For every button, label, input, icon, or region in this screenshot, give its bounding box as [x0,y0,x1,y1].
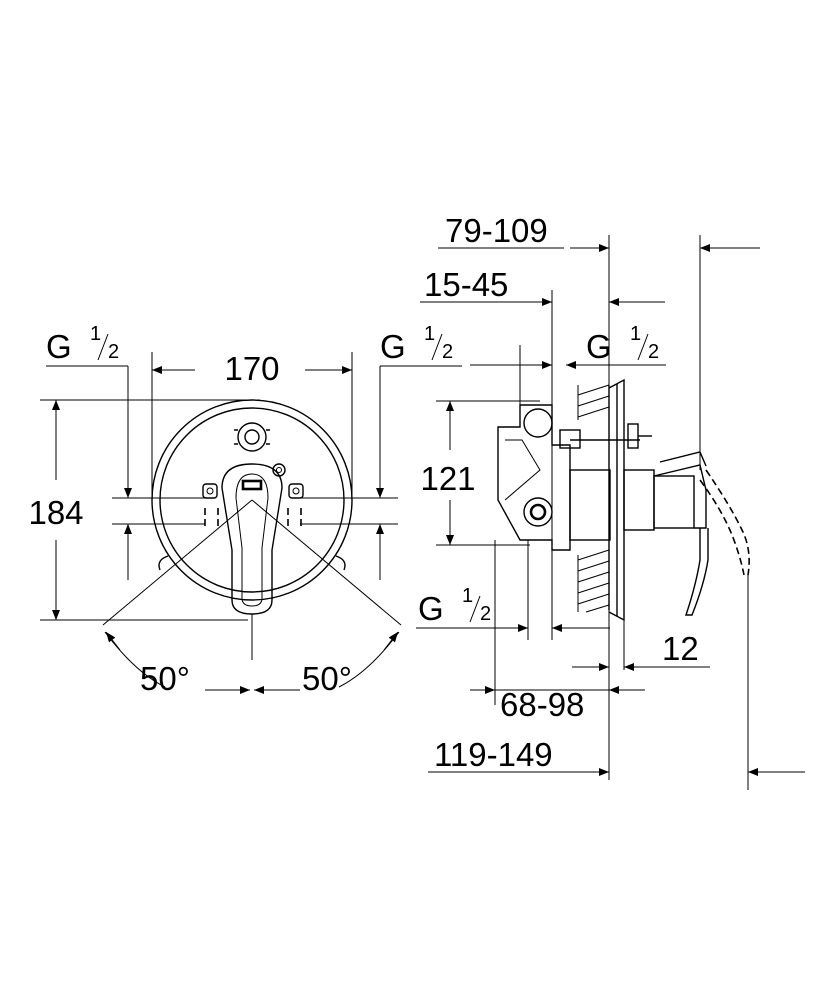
plate-left-lug [158,555,169,571]
left-thread-den: 2 [108,341,119,363]
valve-body [497,404,652,551]
lever-handle [221,463,283,615]
left-thread-num: 1 [90,323,101,345]
side-thread-top-label: G [586,328,612,365]
dim-119-149-label: 119-149 [434,736,553,773]
angle-dimensions [102,499,402,694]
dim-121-label: 121 [420,460,475,497]
dim-12-label: 12 [662,630,699,667]
left-thread-label: G [46,328,72,365]
left-thread-slash [97,333,109,361]
side-thread-top-slash [637,333,649,361]
plate-right-lug [335,555,346,571]
right-thread-dimension [300,365,462,580]
side-view: 79-109 15-45 G 1 2 121 G 1 [416,212,805,790]
right-thread-den: 2 [442,341,453,363]
front-view: 170 184 G 1 2 G 1 [28,323,462,697]
dim-121 [436,400,540,546]
side-thread-top-num: 1 [630,323,641,345]
right-thread-slash [431,333,443,361]
dim-15-45-label: 15-45 [424,266,508,303]
side-handle [623,451,709,616]
dim-79-109-label: 79-109 [445,212,548,249]
escutcheon-inner-ring [159,407,345,593]
side-thread-top-den: 2 [648,341,659,363]
wall-section [577,384,610,613]
left-connection-nut [202,483,219,530]
side-thread-bottom-den: 2 [480,603,491,625]
side-thread-bottom-num: 1 [462,585,473,607]
height-dimension [40,399,260,621]
diverter-knob [234,422,270,452]
width-dimension [151,352,353,500]
height-label: 184 [28,494,83,531]
side-thread-bottom-slash [469,595,481,623]
lever-swing-path-inner [699,479,745,576]
right-thread-label: G [380,328,406,365]
width-label: 170 [224,350,279,387]
dim-68-98-label: 68-98 [500,686,584,723]
left-thread-dimension [46,365,205,580]
side-escutcheon [608,378,625,622]
right-thread-num: 1 [424,323,435,345]
side-thread-bottom-label: G [418,590,444,627]
right-connection-nut [287,483,304,530]
angle-right-label: 50° [302,660,352,697]
lever-swing-path [705,469,750,576]
angle-left-label: 50° [140,660,190,697]
